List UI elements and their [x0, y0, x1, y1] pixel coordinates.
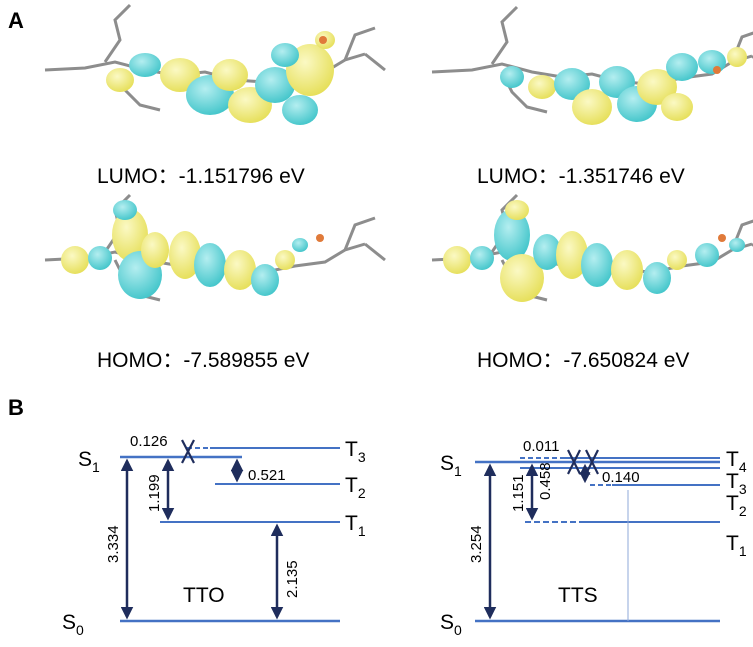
tto-label-t1: T1: [345, 512, 366, 539]
tts-label-s1: S1: [440, 452, 462, 479]
tto-gap-2135: 2.135: [284, 560, 301, 598]
lumo-molecule-right: [430, 5, 753, 125]
tto-arrow-s1-t3: [181, 439, 195, 464]
tto-name: TTO: [183, 584, 225, 607]
tts-label-s0: S0: [440, 611, 462, 638]
orbital-label-homo-right: HOMO：-7.650824 eV: [477, 349, 690, 372]
tts-gap-0011: 0.011: [523, 438, 559, 455]
tts-label-t3: T3: [726, 470, 747, 497]
panel-b-letter: B: [8, 395, 24, 420]
tts-gap-1151: 1.151: [510, 474, 527, 512]
tto-diagram: S1 S0 T3 T2 T1 3.334 1.199 0.521 2.135 0…: [62, 433, 366, 638]
molecule-renderings: [43, 3, 753, 302]
tts-diagram: S1 S0 T4 T3 T2 T1 3.254 1.151 0.458 0.01…: [440, 438, 747, 638]
homo-molecule-left: [43, 193, 387, 302]
tto-gap-1199: 1.199: [146, 474, 163, 512]
lumo-molecule-left: [43, 3, 387, 125]
tts-gap-0458: 0.458: [537, 462, 554, 500]
tto-gap-0126: 0.126: [130, 433, 168, 450]
tts-gap-3254: 3.254: [468, 525, 485, 563]
orbital-label-homo-left: HOMO：-7.589855 eV: [97, 349, 310, 372]
tto-gap-0521: 0.521: [248, 467, 286, 484]
tts-label-t1: T1: [726, 532, 747, 559]
tto-label-s1: S1: [78, 448, 100, 475]
tto-label-s0: S0: [62, 611, 84, 638]
orbital-label-lumo-right: LUMO：-1.351746 eV: [477, 165, 685, 188]
tts-label-t4: T4: [726, 448, 747, 475]
tts-arrow-s1-t3: [585, 449, 599, 475]
tts-gap-0140: 0.140: [602, 469, 640, 486]
tts-label-t2: T2: [726, 492, 747, 519]
tto-gap-3334: 3.334: [105, 525, 122, 563]
tts-name: TTS: [558, 584, 598, 607]
tto-label-t2: T2: [345, 474, 366, 501]
tts-arrow-s1-t4: [567, 449, 581, 475]
orbital-label-lumo-left: LUMO：-1.151796 eV: [97, 165, 305, 188]
energy-level-diagrams: S1 S0 T3 T2 T1 3.334 1.199 0.521 2.135 0…: [62, 433, 747, 638]
tto-label-t3: T3: [345, 438, 366, 465]
panel-a-letter: A: [8, 8, 24, 33]
homo-molecule-right: [430, 193, 753, 302]
